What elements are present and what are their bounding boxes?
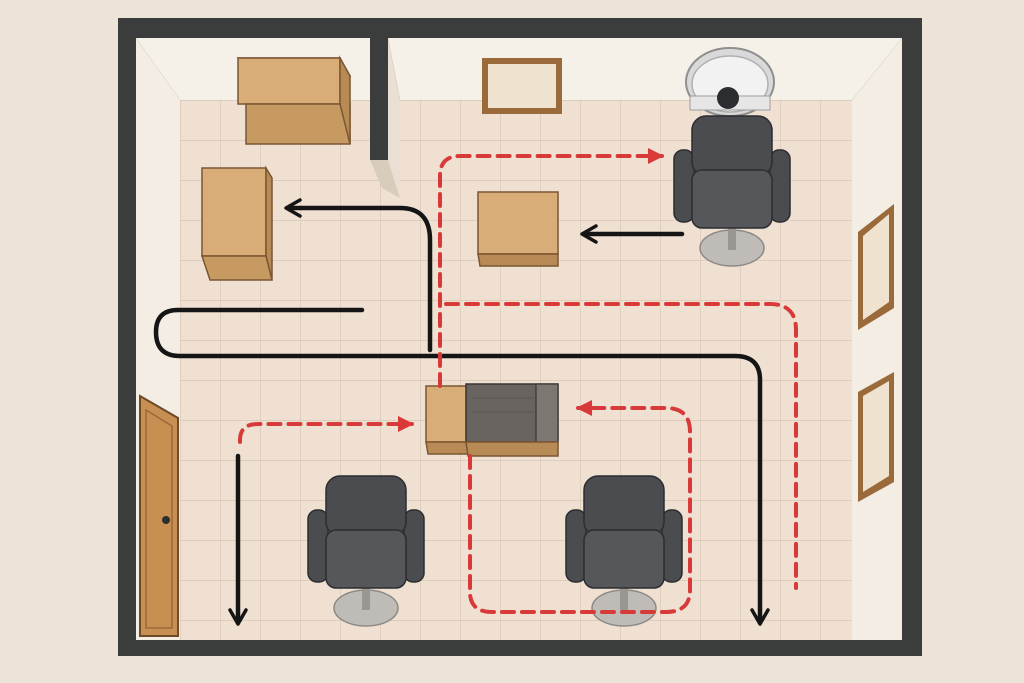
client-flow-paths bbox=[153, 198, 770, 626]
picture-frame-icon bbox=[858, 372, 894, 502]
box-icon bbox=[425, 383, 559, 457]
salon-chair-bottom-right bbox=[565, 475, 683, 627]
partition-wall-bottom bbox=[370, 160, 400, 198]
right-wall-face bbox=[852, 38, 902, 640]
path-to-counter bbox=[238, 416, 414, 444]
salon-chair-bottom-left bbox=[307, 475, 425, 627]
staff-flow-paths bbox=[238, 148, 798, 614]
path-right-loop bbox=[444, 302, 798, 590]
path-to-left-cabinet bbox=[284, 198, 433, 353]
box-icon bbox=[236, 55, 352, 145]
picture-frame-icon bbox=[858, 204, 894, 330]
door-knob bbox=[162, 516, 170, 524]
wash-basin-icon bbox=[685, 47, 775, 117]
box-icon bbox=[477, 191, 559, 267]
path-loop-entry bbox=[153, 307, 770, 626]
path-to-wash-basin bbox=[438, 148, 664, 388]
door-icon bbox=[139, 394, 179, 637]
picture-frame-icon bbox=[482, 58, 562, 114]
partition-wall bbox=[370, 38, 388, 160]
box-icon bbox=[200, 165, 273, 281]
door bbox=[139, 394, 179, 637]
salon-chair-top-right bbox=[673, 115, 791, 267]
furniture-cabinets bbox=[200, 55, 559, 457]
salon-chairs bbox=[307, 115, 791, 627]
path-chair-loop bbox=[468, 400, 692, 614]
partition-wall-face bbox=[388, 38, 400, 198]
back-wall-face-right bbox=[388, 38, 902, 100]
room-walls bbox=[118, 18, 922, 656]
wall-frames bbox=[482, 58, 894, 502]
